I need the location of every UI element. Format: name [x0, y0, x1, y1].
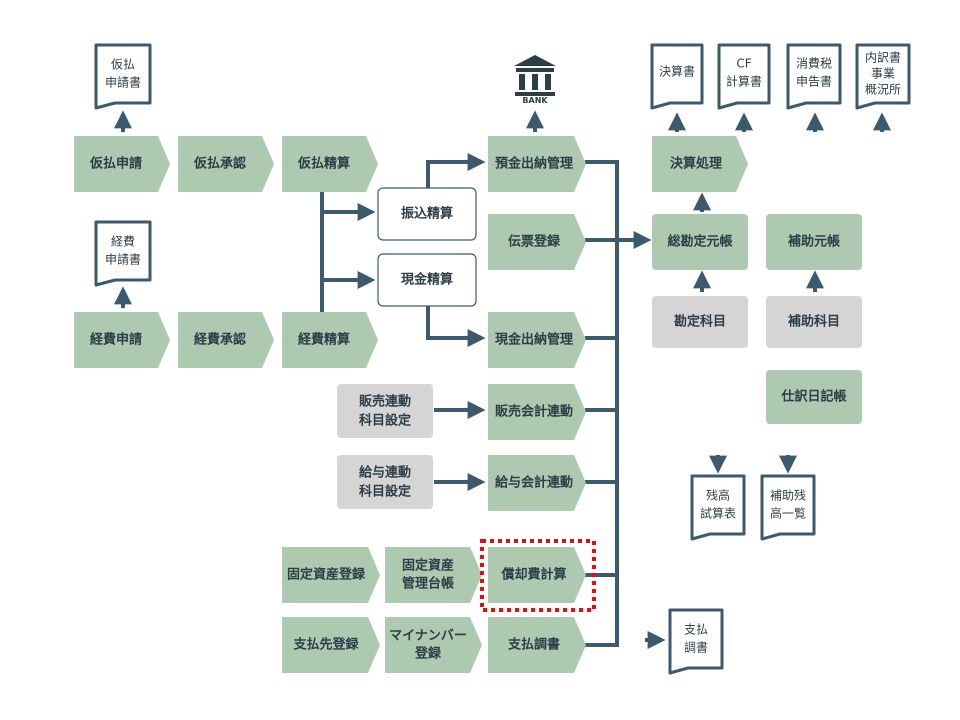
svg-text:事業: 事業: [871, 67, 895, 81]
svg-text:高一覧: 高一覧: [770, 506, 806, 521]
box-mynumber: マイナンバー 登録: [385, 617, 482, 673]
svg-text:科目設定: 科目設定: [359, 484, 411, 500]
box-shiharai-chosho: 支払調書: [488, 617, 586, 673]
box-hanbai-rendo: 販売連動 科目設定: [337, 384, 433, 438]
svg-text:仮払精算: 仮払精算: [297, 156, 350, 172]
svg-text:仮払承認: 仮払承認: [193, 156, 246, 172]
svg-text:管理台帳: 管理台帳: [402, 576, 454, 592]
doc-uchiwake: 内訳書 事業 概況所: [855, 43, 911, 110]
svg-text:仮払申請: 仮払申請: [89, 156, 142, 172]
svg-text:CF: CF: [736, 57, 751, 71]
highlight-shokyaku: [480, 539, 596, 612]
svg-text:給与会計連動: 給与会計連動: [495, 475, 573, 491]
svg-text:補助科目: 補助科目: [787, 314, 840, 330]
svg-text:補助元帳: 補助元帳: [787, 234, 840, 250]
svg-text:消費税: 消費税: [796, 56, 832, 71]
svg-text:預金出納管理: 預金出納管理: [495, 156, 573, 172]
box-keihi-shonin: 経費承認: [178, 312, 274, 368]
box-shiharaisaki: 支払先登録: [282, 617, 380, 673]
svg-text:給与連動: 給与連動: [359, 465, 411, 481]
svg-text:支払: 支払: [684, 623, 708, 637]
arrow-furikomi-to-yokin: [426, 153, 486, 188]
box-denpyo-toroku: 伝票登録: [488, 214, 586, 270]
svg-text:経費承認: 経費承認: [194, 332, 246, 348]
svg-text:現金出納管理: 現金出納管理: [495, 332, 573, 348]
box-yokin-suitou: 預金出納管理: [488, 136, 586, 192]
svg-text:仮払: 仮払: [111, 58, 135, 72]
svg-text:販売連動: 販売連動: [359, 394, 411, 410]
svg-text:マイナンバー: マイナンバー: [389, 629, 467, 644]
setting-boxes: 販売連動 科目設定 給与連動 科目設定 勘定科目 補助科目: [337, 296, 862, 509]
box-hojo-motocho: 補助元帳: [766, 214, 862, 270]
collection-bus: [585, 160, 619, 647]
svg-text:調書: 調書: [684, 641, 708, 655]
box-kotei-daicho: 固定資産 管理台帳: [385, 547, 482, 603]
box-shokyaku: 償却費計算: [488, 547, 586, 603]
svg-text:固定資産登録: 固定資産登録: [287, 567, 366, 583]
svg-text:申告書: 申告書: [796, 75, 832, 89]
svg-text:仕訳日記帳: 仕訳日記帳: [780, 389, 846, 405]
process-boxes: 仮払申請 仮払承認 仮払精算 経費申請 経費承認 経費精算 預金出納管理 伝: [74, 136, 862, 673]
box-kyuyo-rendo: 給与連動 科目設定: [337, 455, 433, 509]
box-kanjo-kamoku: 勘定科目: [652, 296, 748, 348]
svg-text:補助残: 補助残: [770, 489, 806, 503]
svg-text:支払先登録: 支払先登録: [292, 637, 359, 653]
svg-text:経費: 経費: [111, 234, 135, 249]
svg-text:勘定科目: 勘定科目: [674, 314, 726, 330]
box-karibarai-shinsei: 仮払申請: [74, 136, 170, 192]
svg-text:経費申請: 経費申請: [90, 332, 142, 348]
svg-text:振込精算: 振込精算: [401, 206, 453, 222]
svg-text:支払調書: 支払調書: [507, 637, 560, 653]
box-shiwake: 仕訳日記帳: [766, 370, 862, 424]
arrow-genkin-to-suitou: [426, 306, 486, 347]
box-furikomi-seisan: 振込精算: [377, 187, 477, 241]
box-kyuyo-kaikei: 給与会計連動: [488, 455, 586, 511]
svg-text:決算書: 決算書: [659, 64, 695, 79]
box-keihi-seisan: 経費精算: [282, 312, 378, 368]
svg-text:試算表: 試算表: [700, 506, 736, 521]
svg-text:概況所: 概況所: [865, 82, 901, 97]
svg-text:販売会計連動: 販売会計連動: [495, 404, 573, 420]
documents: 仮払 申請書 経費 申請書 決算書 CF 計算書 消費税 申告書 内訳書 事業 …: [94, 43, 911, 675]
settlement-boxes: 振込精算 現金精算: [377, 187, 477, 307]
box-kessan-shori: 決算処理: [652, 136, 748, 192]
doc-zandaka: 残高 試算表: [690, 474, 746, 541]
connectors: [114, 110, 891, 649]
svg-text:残高: 残高: [706, 488, 730, 503]
box-hanbai-kaikei: 販売会計連動: [488, 384, 586, 440]
doc-kessan: 決算書: [650, 43, 704, 110]
box-genkin-suitou: 現金出納管理: [488, 312, 586, 368]
svg-text:計算書: 計算書: [726, 74, 762, 89]
svg-text:経費精算: 経費精算: [298, 332, 350, 348]
svg-text:科目設定: 科目設定: [359, 413, 411, 429]
box-sokanjo: 総勘定元帳: [652, 214, 748, 270]
doc-shohizei: 消費税 申告書: [786, 43, 842, 110]
svg-text:登録: 登録: [414, 646, 442, 662]
doc-keihi: 経費 申請書: [94, 220, 152, 287]
svg-text:現金精算: 現金精算: [401, 272, 453, 288]
box-karibarai-shonin: 仮払承認: [178, 136, 274, 192]
bank-label: BANK: [522, 96, 548, 105]
svg-text:申請書: 申請書: [105, 76, 141, 90]
doc-hojo-zandaka: 補助残 高一覧: [760, 474, 816, 541]
svg-text:償却費計算: 償却費計算: [500, 567, 566, 583]
doc-karibarai: 仮払 申請書: [94, 43, 152, 110]
box-kotei-toroku: 固定資産登録: [282, 547, 380, 603]
box-hojo-kamoku: 補助科目: [766, 296, 862, 348]
box-karibarai-seisan: 仮払精算: [282, 136, 378, 192]
svg-text:決算処理: 決算処理: [670, 156, 722, 172]
doc-shiharai: 支払 調書: [668, 608, 724, 675]
svg-text:内訳書: 内訳書: [865, 50, 901, 65]
svg-text:申請書: 申請書: [105, 253, 141, 267]
doc-cf: CF 計算書: [717, 43, 771, 110]
bank-icon: BANK: [514, 55, 556, 105]
box-genkin-seisan: 現金精算: [377, 253, 477, 307]
svg-text:総勘定元帳: 総勘定元帳: [667, 234, 732, 250]
svg-text:固定資産: 固定資産: [402, 558, 454, 574]
box-keihi-shinsei: 経費申請: [74, 312, 170, 368]
svg-text:伝票登録: 伝票登録: [508, 234, 561, 250]
